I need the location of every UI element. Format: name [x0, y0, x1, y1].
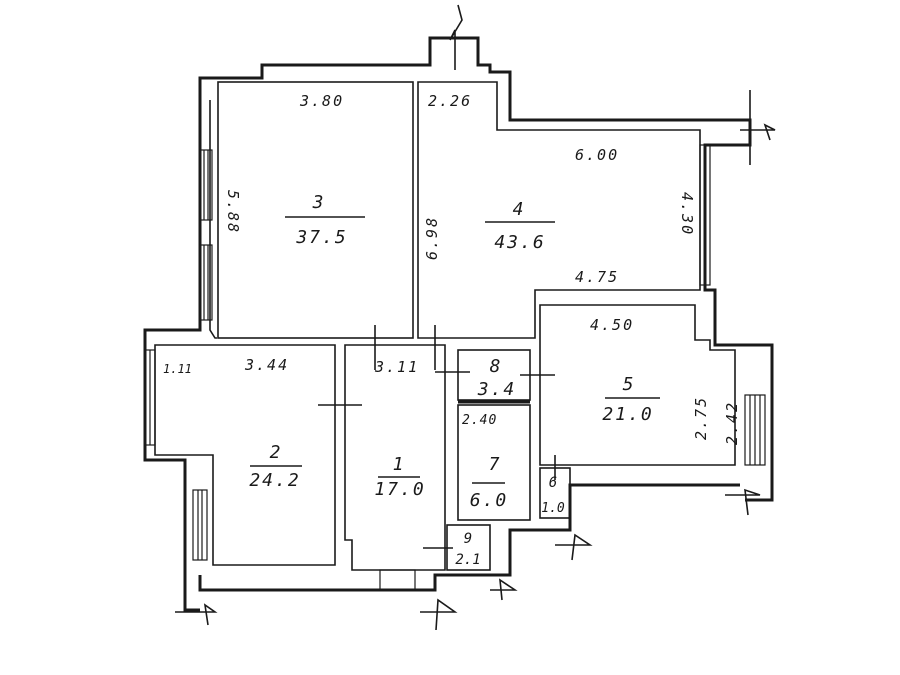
- dim-room7-width: 2.40: [462, 413, 497, 428]
- room-2-number: 2: [270, 442, 281, 463]
- room-1-number: 1: [393, 454, 404, 475]
- room-1-area: 17.0: [374, 479, 425, 500]
- room-2-outline: [154, 344, 336, 566]
- dim-room4-height-left: 6.98: [423, 216, 441, 260]
- room-7-outline: [457, 404, 531, 521]
- room-6-number: 6: [549, 475, 557, 491]
- room-6-area: 1.0: [541, 501, 565, 516]
- room-7-area: 6.0: [470, 490, 509, 511]
- room-4-outline: [417, 81, 701, 339]
- room-8-area: 3.4: [477, 379, 517, 400]
- room-4-number: 4: [513, 199, 524, 220]
- dim-room5-window: 2.42: [723, 401, 741, 445]
- dim-room2-width: 3.44: [244, 356, 289, 374]
- room-3-outline: [217, 81, 414, 339]
- room-9-area: 2.1: [455, 552, 480, 568]
- room-9-number: 9: [464, 531, 472, 547]
- windows: [144, 144, 766, 591]
- dim-room2-left: 1.11: [163, 362, 192, 376]
- room-5-outline: [539, 304, 736, 466]
- room-3-number: 3: [312, 192, 324, 213]
- dimension-labels: 3.80 2.26 6.00 5.88 6.98 4.30 4.75 4.50 …: [163, 92, 741, 445]
- dim-room5-height: 2.75: [692, 396, 710, 440]
- room-labels: 3 37.5 4 43.6 5 21.0 2 24.2 1 17.0 8 3.4…: [249, 192, 660, 568]
- room-8-number: 8: [490, 356, 501, 377]
- door-marks: [318, 325, 556, 549]
- dim-room4-bottom: 4.75: [575, 268, 619, 286]
- room-5-number: 5: [623, 374, 634, 395]
- dim-room4-width: 6.00: [575, 146, 619, 164]
- room-outlines: [154, 81, 736, 571]
- exterior-walls: [143, 36, 774, 612]
- dim-room3-height: 5.88: [224, 190, 242, 234]
- room-1-outline: [344, 344, 446, 571]
- dim-room3-width: 3.80: [299, 92, 344, 110]
- dim-room1-width: 3.11: [374, 358, 419, 376]
- room-3-area: 37.5: [295, 227, 347, 248]
- dim-room5-width: 4.50: [590, 316, 634, 334]
- dim-room4-top-left: 2.26: [428, 92, 472, 110]
- room-4-area: 43.6: [494, 232, 545, 253]
- break-marks: [175, 4, 776, 631]
- room-5-area: 21.0: [602, 404, 653, 425]
- room-7-number: 7: [489, 454, 500, 475]
- room-2-area: 24.2: [249, 470, 300, 491]
- dim-room4-height-right: 4.30: [678, 192, 696, 236]
